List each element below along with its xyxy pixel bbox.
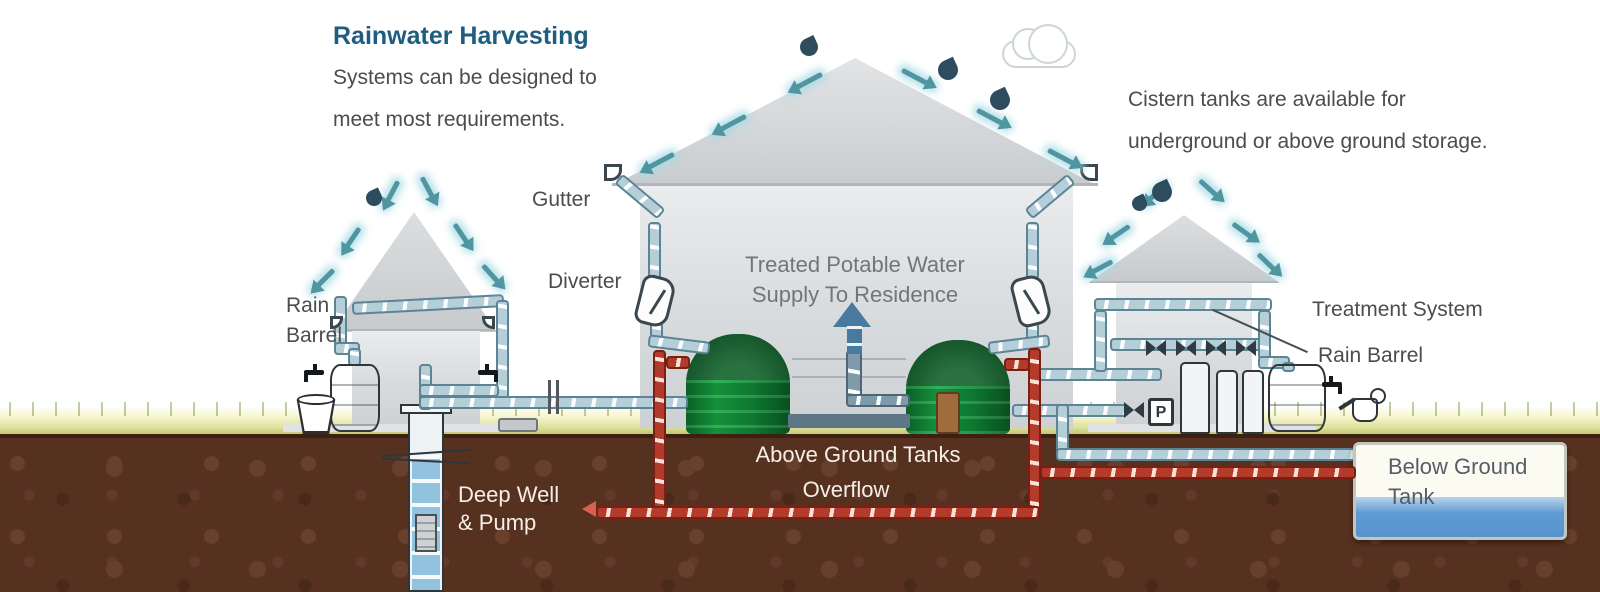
- raindrop-icon: [986, 86, 1014, 114]
- flow-arrow-icon: [1231, 221, 1259, 244]
- overflow-riser: [1028, 348, 1041, 516]
- cloud-icon: [1002, 24, 1076, 68]
- label-overflow: Overflow: [802, 477, 890, 502]
- label-below-ground-tank: Tank: [1388, 484, 1435, 509]
- treatment-cylinder: [1180, 362, 1210, 434]
- flow-arrow-icon: [452, 222, 474, 251]
- overflow-stub: [666, 356, 690, 369]
- valve-marker: [548, 380, 551, 414]
- downspout-segment: [648, 222, 661, 280]
- raindrop-icon: [797, 35, 821, 59]
- treatment-cylinder: [1242, 370, 1264, 434]
- downspout-segment: [1094, 310, 1107, 372]
- label-rain-barrel-left: Barrel: [286, 324, 343, 347]
- supply-pipe: [846, 394, 910, 407]
- pipe-segment: [496, 300, 509, 400]
- flow-arrow-icon: [1103, 224, 1131, 245]
- flow-arrow-icon: [1198, 178, 1224, 203]
- bucket-rim-icon: [297, 394, 335, 405]
- pipe-segment: [1282, 362, 1295, 372]
- main-house-eave: [612, 183, 1098, 186]
- label-below-ground-tank: Below Ground: [1388, 454, 1528, 479]
- overflow-arrow-icon: [582, 501, 596, 517]
- downspout-segment: [1026, 222, 1039, 280]
- label-rain-barrel-right: Rain Barrel: [1318, 344, 1424, 367]
- note-line: underground or above ground storage.: [1128, 130, 1488, 153]
- rain-barrel-left: [330, 364, 380, 432]
- label-deep-well: Deep Well: [458, 482, 560, 507]
- subtitle-line: Systems can be designed to: [333, 66, 597, 89]
- flow-arrow-icon: [340, 226, 362, 255]
- valve-icon: [1236, 340, 1256, 356]
- submersible-pump-icon: [415, 514, 437, 552]
- faucet-icon: [304, 370, 324, 375]
- pipe-segment: [419, 396, 688, 409]
- faucet-icon: [1322, 376, 1342, 394]
- label-above-ground-tanks: Above Ground Tanks: [755, 442, 961, 467]
- gutter-elbow-icon: [604, 164, 622, 181]
- faucet-icon: [478, 364, 498, 382]
- gutter-pipe: [1094, 298, 1272, 311]
- bucket-icon: [299, 402, 333, 431]
- pipe-segment: [1056, 404, 1069, 452]
- overflow-pipe: [1040, 466, 1356, 479]
- page-title: Rainwater Harvesting: [333, 22, 589, 50]
- label-treated-water: Supply To Residence: [751, 282, 959, 307]
- rain-barrel-right: [1268, 364, 1326, 432]
- gutter-elbow-icon: [330, 316, 343, 329]
- supply-arrow-icon: [847, 326, 862, 354]
- overflow-stub: [1004, 358, 1030, 371]
- valve-icon: [1206, 340, 1226, 356]
- valve-marker: [556, 380, 559, 414]
- tank-pump: [936, 392, 960, 434]
- label-rain-barrel-left: Rain: [286, 294, 330, 317]
- valve-icon: [1146, 340, 1166, 356]
- valve-icon: [1176, 340, 1196, 356]
- flow-arrow-icon: [481, 263, 505, 290]
- left-house-eave: [333, 329, 495, 331]
- pump-box: P: [1148, 398, 1174, 426]
- flow-arrow-icon: [310, 268, 336, 293]
- tank-base-pipe: [788, 414, 910, 428]
- below-ground-tank: [1353, 442, 1567, 540]
- flow-arrow-icon: [419, 176, 439, 205]
- right-house-roof: [1088, 215, 1280, 283]
- supply-arrow-icon: [833, 302, 871, 327]
- right-house-eave: [1090, 281, 1278, 283]
- note-line: Cistern tanks are available for: [1128, 88, 1406, 111]
- label-deep-well: & Pump: [458, 510, 537, 535]
- overflow-riser: [653, 350, 666, 514]
- subtitle-line: meet most requirements.: [333, 108, 566, 131]
- underground-supply-pipe: [1056, 448, 1356, 461]
- overflow-pipe: [596, 506, 1040, 519]
- tank-water: [1356, 497, 1564, 537]
- label-diverter: Diverter: [548, 270, 622, 293]
- valve-icon: [1124, 402, 1144, 418]
- pipe-segment: [1012, 404, 1128, 417]
- ground-pump-icon: [498, 418, 538, 432]
- watering-can-handle-icon: [1370, 388, 1386, 404]
- treatment-cylinder: [1216, 370, 1238, 434]
- label-treated-water: Treated Potable Water: [745, 252, 965, 277]
- flow-arrow-icon: [381, 180, 401, 209]
- label-treatment-system: Treatment System: [1312, 298, 1483, 321]
- label-gutter: Gutter: [532, 188, 591, 211]
- main-house-roof: [612, 58, 1098, 186]
